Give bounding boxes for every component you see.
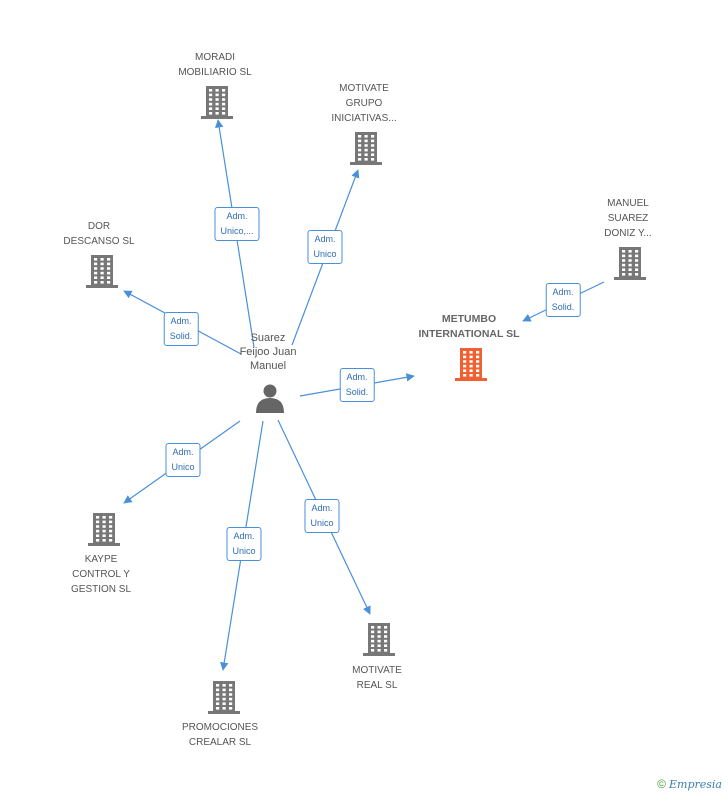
edge-label-motivate_real[interactable]: Adm. Unico [304, 499, 340, 533]
brand-watermark: © Empresia [657, 777, 722, 791]
building-icon-dor[interactable] [86, 255, 118, 288]
building-icon-manuel[interactable] [614, 247, 646, 280]
edge-label-promociones[interactable]: Adm. Unico [226, 527, 262, 561]
edge-label-moradi[interactable]: Adm. Unico,... [214, 207, 260, 241]
company-label-motivate-grupo[interactable]: MOTIVATE GRUPO INICIATIVAS... [331, 83, 397, 124]
copyright-icon: © [657, 777, 666, 791]
edge-label-dor[interactable]: Adm. Solid. [163, 312, 199, 346]
building-icon-metumbo[interactable] [455, 348, 487, 381]
building-icon-motivate-grupo[interactable] [350, 132, 382, 165]
building-icon-kaype[interactable] [88, 513, 120, 546]
company-label-kaype[interactable]: KAYPE CONTROL Y GESTION SL [70, 554, 132, 595]
edge-label-kaype[interactable]: Adm. Unico [165, 443, 201, 477]
company-label-manuel[interactable]: MANUEL SUAREZ DONIZ Y... [604, 198, 652, 239]
building-icon-motivate-real[interactable] [363, 623, 395, 656]
brand-name: Empresia [669, 778, 722, 791]
company-label-moradi[interactable]: MORADI MOBILIARIO SL [178, 52, 252, 78]
edge-label-metumbo[interactable]: Adm. Solid. [545, 283, 581, 317]
edge-label-metumbo[interactable]: Adm. Solid. [339, 368, 375, 402]
company-label-metumbo[interactable]: METUMBO INTERNATIONAL SL [418, 313, 520, 340]
building-icon-moradi[interactable] [201, 86, 233, 119]
company-label-promociones[interactable]: PROMOCIONES CREALAR SL [181, 722, 259, 748]
company-label-dor[interactable]: DOR DESCANSO SL [63, 221, 135, 247]
edge-label-motivate_grupo[interactable]: Adm. Unico [307, 230, 343, 264]
person-name[interactable]: Suarez Feijoo Juan Manuel [239, 332, 297, 372]
building-icon-promociones[interactable] [208, 681, 240, 714]
person-icon[interactable] [256, 384, 284, 414]
company-label-motivate-real[interactable]: MOTIVATE REAL SL [352, 665, 402, 691]
